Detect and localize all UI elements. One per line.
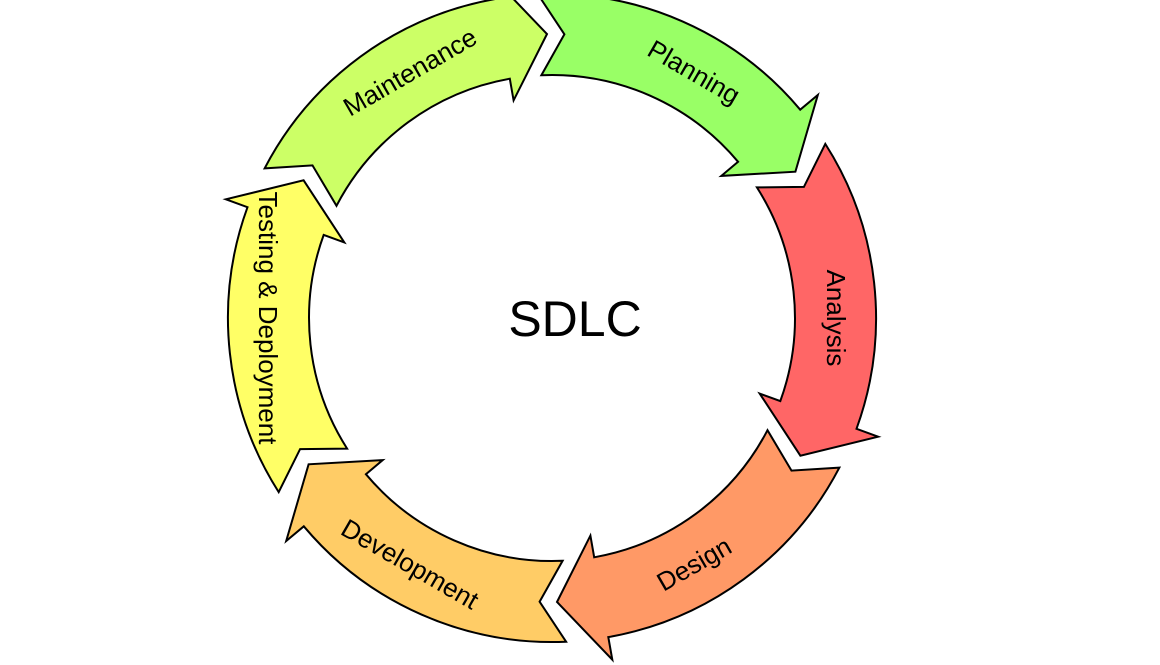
phase-label: Analysis bbox=[821, 270, 851, 367]
phase-arrow-planning bbox=[539, 0, 820, 178]
phase-arrow-analysis bbox=[755, 141, 882, 457]
phase-arrow-maintenance bbox=[262, 0, 549, 208]
center-title: SDLC bbox=[508, 291, 641, 347]
phase-label: Testing & Deployment bbox=[253, 192, 283, 446]
phase-arrow-design bbox=[555, 428, 842, 663]
phase-arrow-testing-deployment bbox=[222, 179, 349, 495]
phase-arrow-development bbox=[284, 458, 568, 644]
